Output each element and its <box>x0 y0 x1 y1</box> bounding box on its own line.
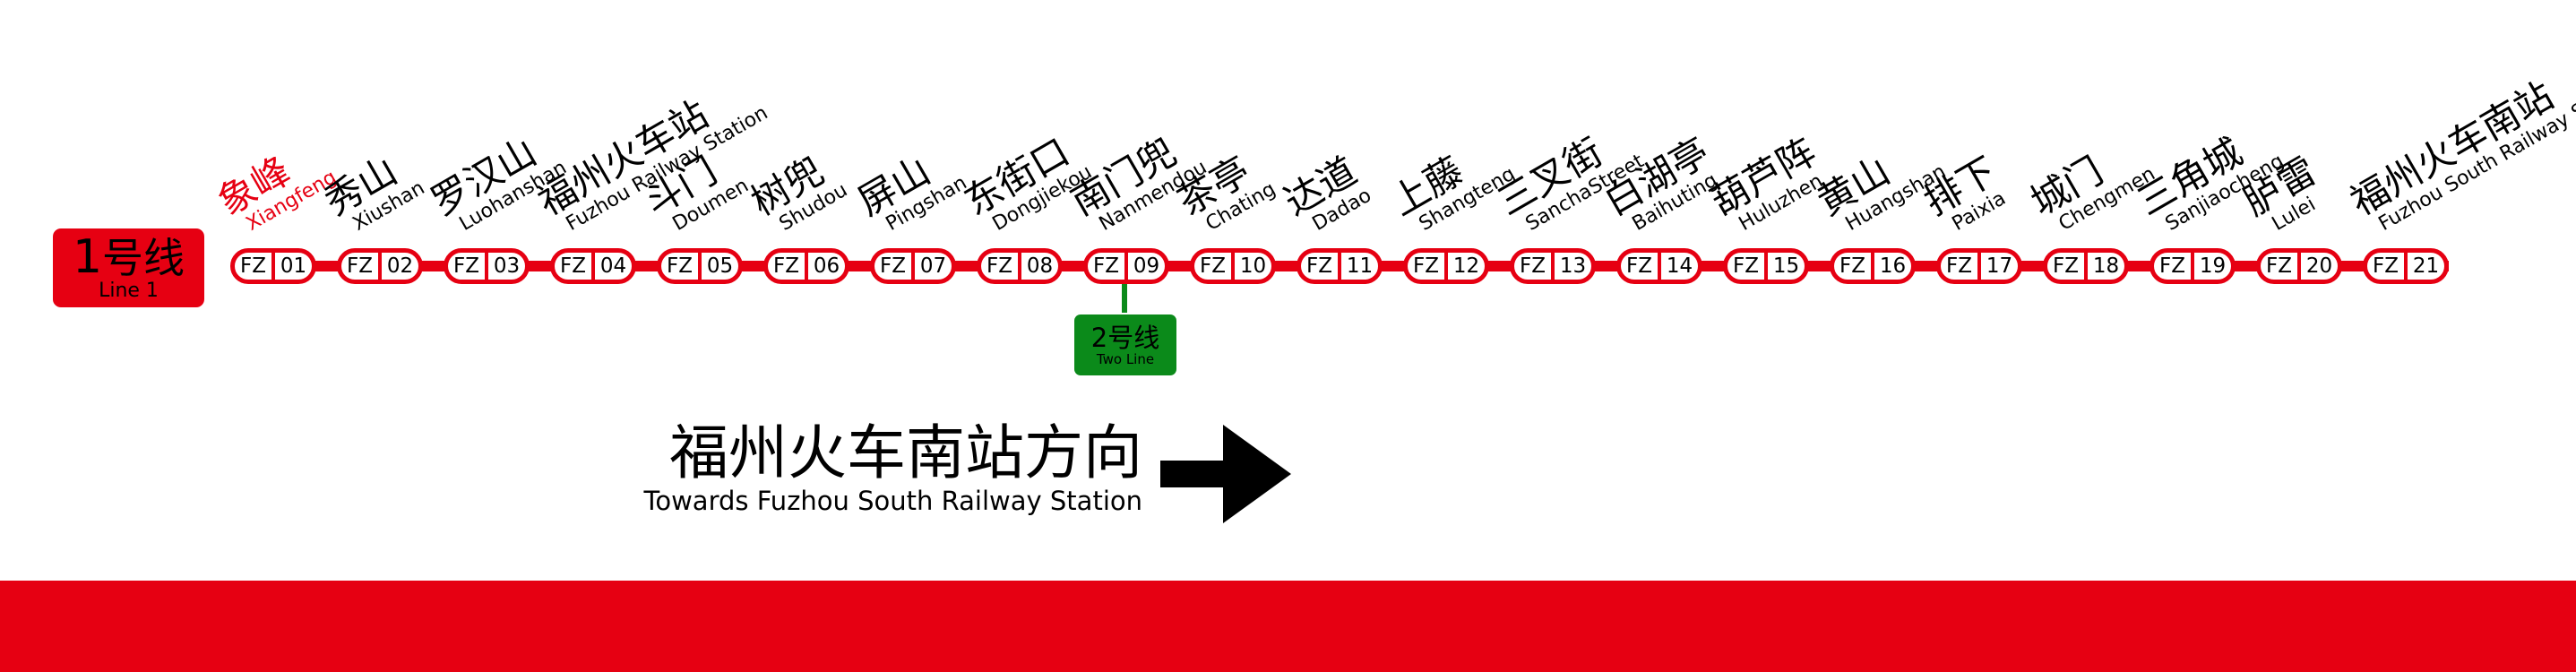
station-number: 19 <box>2199 254 2227 278</box>
station-number: 01 <box>280 254 307 278</box>
transfer-line-number: 2 <box>1090 322 1108 353</box>
station-number: 18 <box>2092 254 2120 278</box>
station-code: FZ <box>1941 253 1981 280</box>
station-code: FZ <box>1301 253 1341 280</box>
station-number: 06 <box>813 254 840 278</box>
station-code: FZ <box>1194 253 1235 280</box>
station-number: 10 <box>1239 254 1267 278</box>
station-number: 15 <box>1772 254 1800 278</box>
station-number: 16 <box>1879 254 1907 278</box>
station-number: 05 <box>706 254 734 278</box>
station-code: FZ <box>2367 253 2408 280</box>
station-number: 11 <box>1346 254 1374 278</box>
station-code: FZ <box>555 253 595 280</box>
direction-text: 福州火车南站方向 Towards Fuzhou South Railway St… <box>591 418 1142 517</box>
station-number: 04 <box>599 254 627 278</box>
transfer-connector <box>1122 284 1127 313</box>
station-code: FZ <box>1727 253 1768 280</box>
direction-en: Towards Fuzhou South Railway Station <box>643 486 1142 516</box>
station-code: FZ <box>768 253 808 280</box>
direction-cn: 福州火车南站方向 <box>669 418 1142 487</box>
station-number: 14 <box>1666 254 1693 278</box>
line-name: 号线 <box>102 233 185 282</box>
station-code: FZ <box>874 253 915 280</box>
station-code: FZ <box>1408 253 1448 280</box>
station-number: 12 <box>1452 254 1480 278</box>
station-code: FZ <box>2261 253 2301 280</box>
station-code: FZ <box>341 253 382 280</box>
station-code: FZ <box>981 253 1021 280</box>
transfer-badge-line-2[interactable]: 2号线 Two Line <box>1074 314 1176 375</box>
station-number: 17 <box>1986 254 2013 278</box>
bottom-color-band <box>0 581 2576 672</box>
arrow-right-icon <box>1160 425 1291 523</box>
station-number: 07 <box>919 254 947 278</box>
station-code: FZ <box>1834 253 1874 280</box>
station-code: FZ <box>1621 253 1661 280</box>
station-code: FZ <box>448 253 488 280</box>
station-number: 20 <box>2305 254 2333 278</box>
station-code: FZ <box>1514 253 1555 280</box>
station-number: 03 <box>493 254 521 278</box>
station-code: FZ <box>2154 253 2194 280</box>
station-number: 09 <box>1133 254 1160 278</box>
station-number: 08 <box>1026 254 1054 278</box>
station-code: FZ <box>2047 253 2088 280</box>
station-number: 02 <box>386 254 414 278</box>
station-code: FZ <box>661 253 702 280</box>
line-english: Line 1 <box>99 279 159 302</box>
line-badge: 1号线 Line 1 <box>53 228 204 307</box>
line-number: 1 <box>72 229 103 284</box>
station-code: FZ <box>235 253 275 280</box>
station-number: 21 <box>2412 254 2440 278</box>
station-code: FZ <box>1088 253 1128 280</box>
transfer-line-name: 号线 <box>1107 322 1160 353</box>
station-number: 13 <box>1559 254 1587 278</box>
transfer-line-english: Two Line <box>1096 350 1155 367</box>
